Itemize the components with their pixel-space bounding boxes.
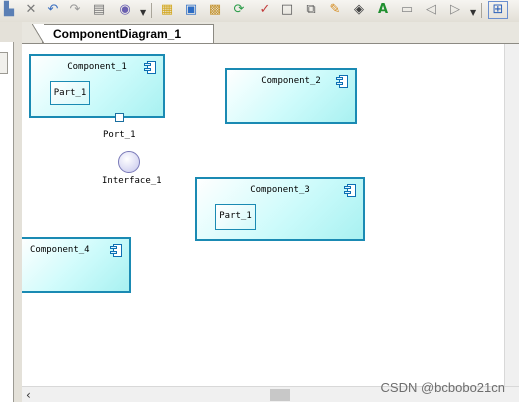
layout-icon[interactable]: ⊞ — [488, 1, 508, 19]
tab-component-diagram[interactable]: ComponentDiagram_1 — [32, 24, 214, 44]
refresh-icon[interactable]: ⟳ — [233, 2, 245, 17]
undo-icon[interactable]: ↶ — [47, 2, 59, 17]
redo-icon[interactable]: ↷ — [69, 2, 81, 17]
scrollbar-thumb[interactable] — [270, 389, 290, 401]
toolbar-dropdown-icon[interactable]: ▼ — [140, 8, 147, 17]
component-icon — [344, 184, 357, 198]
interface-1[interactable] — [118, 151, 140, 173]
forward-icon[interactable]: ▷ — [450, 2, 460, 17]
left-panel — [0, 22, 22, 402]
toolbar-dropdown-icon-2[interactable]: ▼ — [470, 8, 477, 17]
diagram-canvas[interactable]: Component_1 Part_1 Port_1 Interface_1 Co… — [22, 44, 519, 386]
component-icon — [144, 61, 157, 75]
component-4[interactable]: Component_4 — [22, 237, 131, 293]
tab-strip: ComponentDiagram_1 — [22, 22, 519, 44]
browse-icon[interactable]: ◉ — [119, 2, 131, 17]
watermark: CSDN @bcbobo21cn — [380, 380, 505, 395]
toolbar-separator — [151, 3, 152, 18]
shape-icon[interactable]: □ — [280, 2, 294, 17]
back-icon[interactable]: ◁ — [426, 2, 436, 17]
component-name: Component_4 — [30, 245, 90, 255]
component-name: Component_1 — [67, 62, 127, 72]
fill-icon[interactable]: ◈ — [354, 2, 364, 17]
left-panel-handle[interactable] — [0, 52, 8, 74]
align-icon[interactable]: ⧉ — [306, 2, 316, 17]
check-icon[interactable]: ✓ — [259, 2, 271, 17]
left-panel-content — [0, 42, 14, 402]
pen-icon[interactable]: ✎ — [329, 2, 341, 17]
find-icon[interactable]: ▣ — [184, 2, 198, 17]
toolbar-separator-2 — [481, 3, 482, 18]
print-icon[interactable]: ▤ — [92, 2, 106, 17]
main-toolbar: ▙ ✕ ↶ ↷ ▤ ◉ ▼ ▦ ▣ ▩ ⟳ ✓ □ ⧉ ✎ ◈ A ▭ ◁ ▷ … — [0, 0, 519, 23]
component-2[interactable]: Component_2 — [225, 68, 357, 124]
scroll-left-icon[interactable]: ‹ — [26, 388, 31, 402]
component-1[interactable]: Component_1 Part_1 — [29, 54, 165, 118]
vertical-scrollbar[interactable] — [504, 44, 519, 386]
component-name: Component_2 — [261, 76, 321, 86]
part-1[interactable]: Part_1 — [215, 204, 256, 230]
component-name: Component_3 — [250, 185, 310, 195]
part-1[interactable]: Part_1 — [50, 81, 90, 105]
component-icon — [336, 75, 349, 89]
font-icon[interactable]: A — [377, 2, 389, 17]
new-diagram-icon[interactable]: ▦ — [160, 2, 174, 17]
port-label: Port_1 — [103, 130, 136, 140]
interface-label: Interface_1 — [102, 176, 162, 186]
component-3[interactable]: Component_3 Part_1 — [195, 177, 365, 241]
erase-icon[interactable]: ▭ — [400, 2, 414, 17]
save-icon[interactable]: ▙ — [4, 2, 14, 17]
horizontal-scrollbar[interactable]: ‹ — [22, 386, 519, 402]
cut-icon[interactable]: ✕ — [25, 2, 37, 17]
component-icon — [110, 244, 123, 258]
port-1[interactable] — [115, 113, 124, 122]
browse-tree-icon[interactable]: ▩ — [208, 2, 222, 17]
